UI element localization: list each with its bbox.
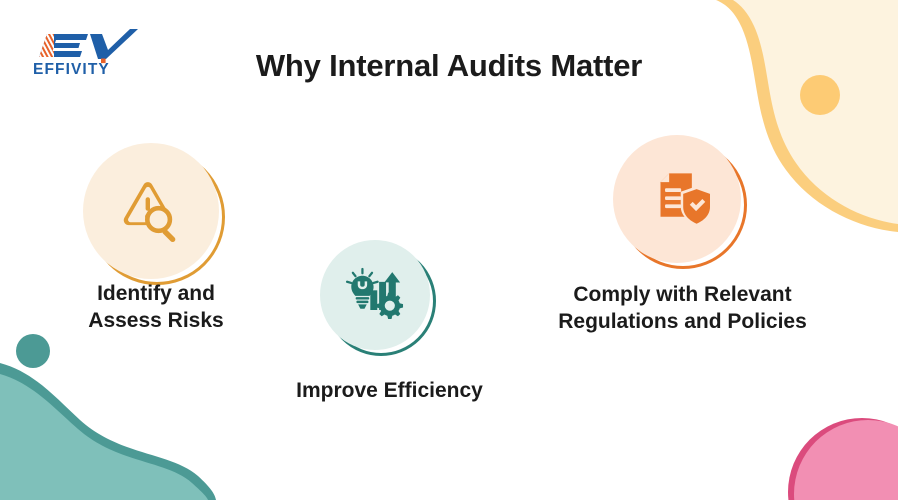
teal-blob (0, 374, 208, 500)
page-title: Why Internal Audits Matter (255, 48, 643, 83)
lightbulb-growth-gear-icon (345, 267, 404, 319)
logo-swoosh (90, 29, 138, 59)
icon-disc-efficiency (320, 240, 430, 350)
pink-circle-edge (788, 418, 898, 500)
icon-disc-comply (613, 135, 741, 263)
pillar-label-risks: Identify and Assess Risks (88, 282, 224, 332)
cream-blob (733, 0, 898, 224)
warning-triangle-magnifier-icon (123, 182, 176, 243)
pink-circle (794, 420, 898, 500)
pillar-label-comply: Comply with Relevant Regulations and Pol… (558, 283, 807, 333)
logo-wordmark: EFFIVITY (33, 61, 110, 78)
pillar-label-efficiency: Improve Efficiency (296, 379, 483, 402)
teal-blob-edge (0, 363, 216, 500)
document-shield-check-icon (660, 173, 710, 226)
icon-disc-risks (83, 143, 219, 279)
logo-i-dot (101, 58, 106, 64)
effivity-logo[interactable]: EFFIVITY (30, 26, 162, 78)
teal-accent-dot (16, 334, 50, 368)
